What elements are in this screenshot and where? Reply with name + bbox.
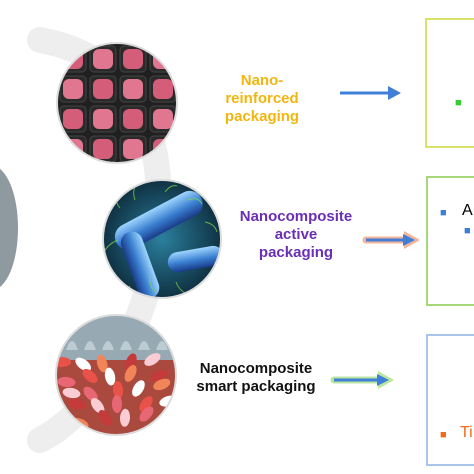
label-2-line-1: Nanocomposite (239, 208, 353, 225)
label-2-line-2: active (274, 226, 318, 243)
label-3-line-1: Nanocomposite (199, 360, 313, 377)
label-nano-reinforced-packaging: Nano- reinforced packaging (212, 72, 312, 126)
meat-trays-image (56, 42, 178, 164)
label-nanocomposite-active-packaging: Nanocomposite active packaging (226, 208, 366, 262)
bacteria-image (102, 179, 222, 299)
box-3-text: Ti (460, 424, 473, 441)
box-2-bullet-icon: ■ (440, 207, 447, 219)
box-2-text: A (462, 202, 473, 219)
box-3-bullet-icon: ■ (440, 429, 447, 441)
label-nanocomposite-smart-packaging: Nanocomposite smart packaging (186, 360, 326, 396)
arrow-2 (362, 231, 420, 249)
arrow-1 (340, 86, 401, 100)
label-1-line-1: Nano- (240, 72, 284, 89)
label-1-line-2: reinforced (225, 90, 299, 107)
left-grey-disc (0, 169, 18, 287)
box-1-bullet-icon: ■ (455, 97, 462, 109)
label-3-line-2: smart packaging (196, 378, 316, 395)
detail-box-2: ■ A ■ (426, 176, 474, 306)
label-2-line-3: packaging (258, 244, 334, 261)
arrow-3 (330, 371, 394, 389)
detail-box-3: ■ Ti (426, 334, 474, 466)
box-2-sub-bullet-icon: ■ (464, 225, 471, 237)
detail-box-1: ■ (425, 18, 474, 148)
label-1-line-3: packaging (224, 108, 300, 125)
